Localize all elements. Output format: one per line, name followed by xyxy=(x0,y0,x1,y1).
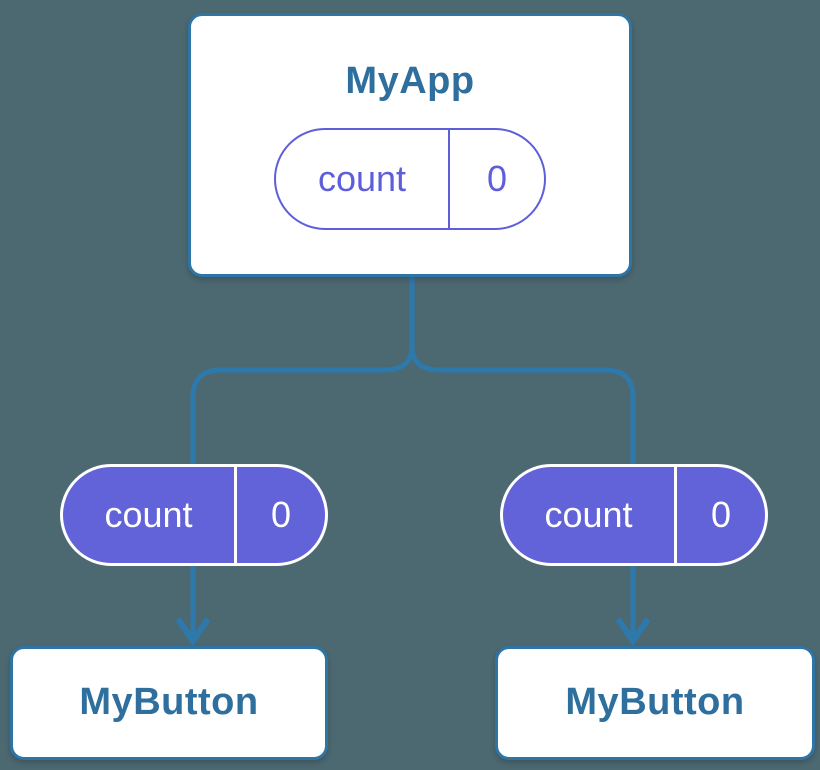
state-value-label: 0 xyxy=(270,494,292,535)
state-value-label: 0 xyxy=(710,494,732,535)
mybutton-left-title: MyButton xyxy=(79,681,259,724)
myapp-card: MyApp count 0 xyxy=(188,13,632,277)
myapp-title: MyApp xyxy=(345,60,475,102)
mybutton-left-card: MyButton xyxy=(10,646,328,760)
mybutton-left-state-pill: count 0 xyxy=(60,464,328,566)
mybutton-right-card: MyButton xyxy=(495,646,815,760)
branch-right-line xyxy=(409,346,636,636)
state-name-label: count xyxy=(276,129,450,228)
mybutton-right-title: MyButton xyxy=(565,681,745,724)
state-name-label: count xyxy=(63,467,237,563)
arrowhead-left-icon xyxy=(175,617,211,647)
state-name-label: count xyxy=(503,467,677,563)
branch-left-line xyxy=(190,346,415,636)
mybutton-right-state-pill: count 0 xyxy=(500,464,768,566)
state-value-label: 0 xyxy=(486,157,508,199)
arrowhead-right-icon xyxy=(615,617,651,647)
myapp-state-pill: count 0 xyxy=(274,127,546,230)
